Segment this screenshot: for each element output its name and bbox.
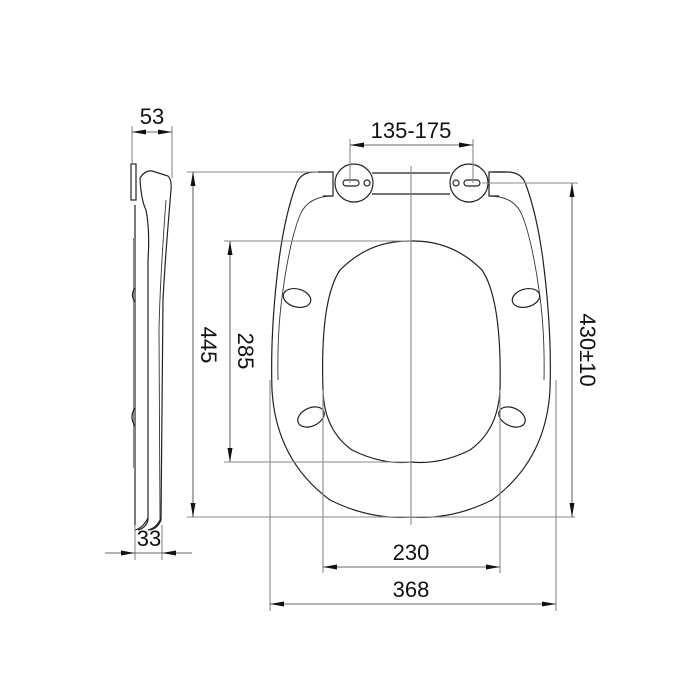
dim-label-53: 53: [140, 104, 164, 129]
side-view: [130, 163, 172, 531]
hinge-left-hole: [363, 179, 371, 187]
dimension-33: 33: [105, 525, 192, 560]
side-foot-right: [147, 517, 162, 531]
dim-label-430: 430±10: [575, 313, 600, 386]
dimension-445: 445: [187, 171, 575, 518]
dim-label-135-175: 135-175: [371, 118, 452, 143]
dimension-135-175: 135-175: [349, 118, 474, 183]
dim-label-230: 230: [393, 540, 430, 565]
side-bumper-bottom: [131, 407, 136, 427]
hinge-left-slot: [342, 179, 360, 187]
side-bumper-top: [131, 287, 136, 303]
dim-label-368: 368: [393, 577, 430, 602]
hinge-right-slot: [463, 179, 481, 187]
dimension-230: 230: [322, 390, 501, 573]
dimension-430: 430±10: [482, 182, 600, 517]
seat-opening: [322, 240, 501, 464]
side-hinge-plate: [130, 163, 137, 201]
side-seat-profile: [137, 177, 150, 531]
hinge-left: [334, 163, 374, 203]
dimension-285: 285: [224, 240, 411, 463]
top-view: [271, 163, 551, 525]
bumper-top-right: [511, 287, 541, 309]
hinge-left-block: [315, 171, 334, 197]
dim-label-285: 285: [233, 333, 258, 370]
hinge-right-block: [488, 171, 507, 197]
side-foot-left: [134, 517, 149, 531]
dimension-53: 53: [131, 104, 173, 178]
side-inner-line: [158, 199, 167, 521]
dim-label-33: 33: [137, 526, 161, 551]
seat-rim-left: [277, 195, 334, 381]
bumper-bottom-left: [297, 406, 325, 428]
dim-label-445: 445: [196, 327, 221, 364]
seat-rim-right: [488, 195, 545, 381]
hinge-right-hole: [452, 179, 460, 187]
bumper-bottom-right: [498, 406, 526, 428]
side-lid-profile: [139, 170, 172, 531]
bumper-top-left: [282, 287, 312, 309]
dimension-368: 368: [269, 380, 557, 611]
